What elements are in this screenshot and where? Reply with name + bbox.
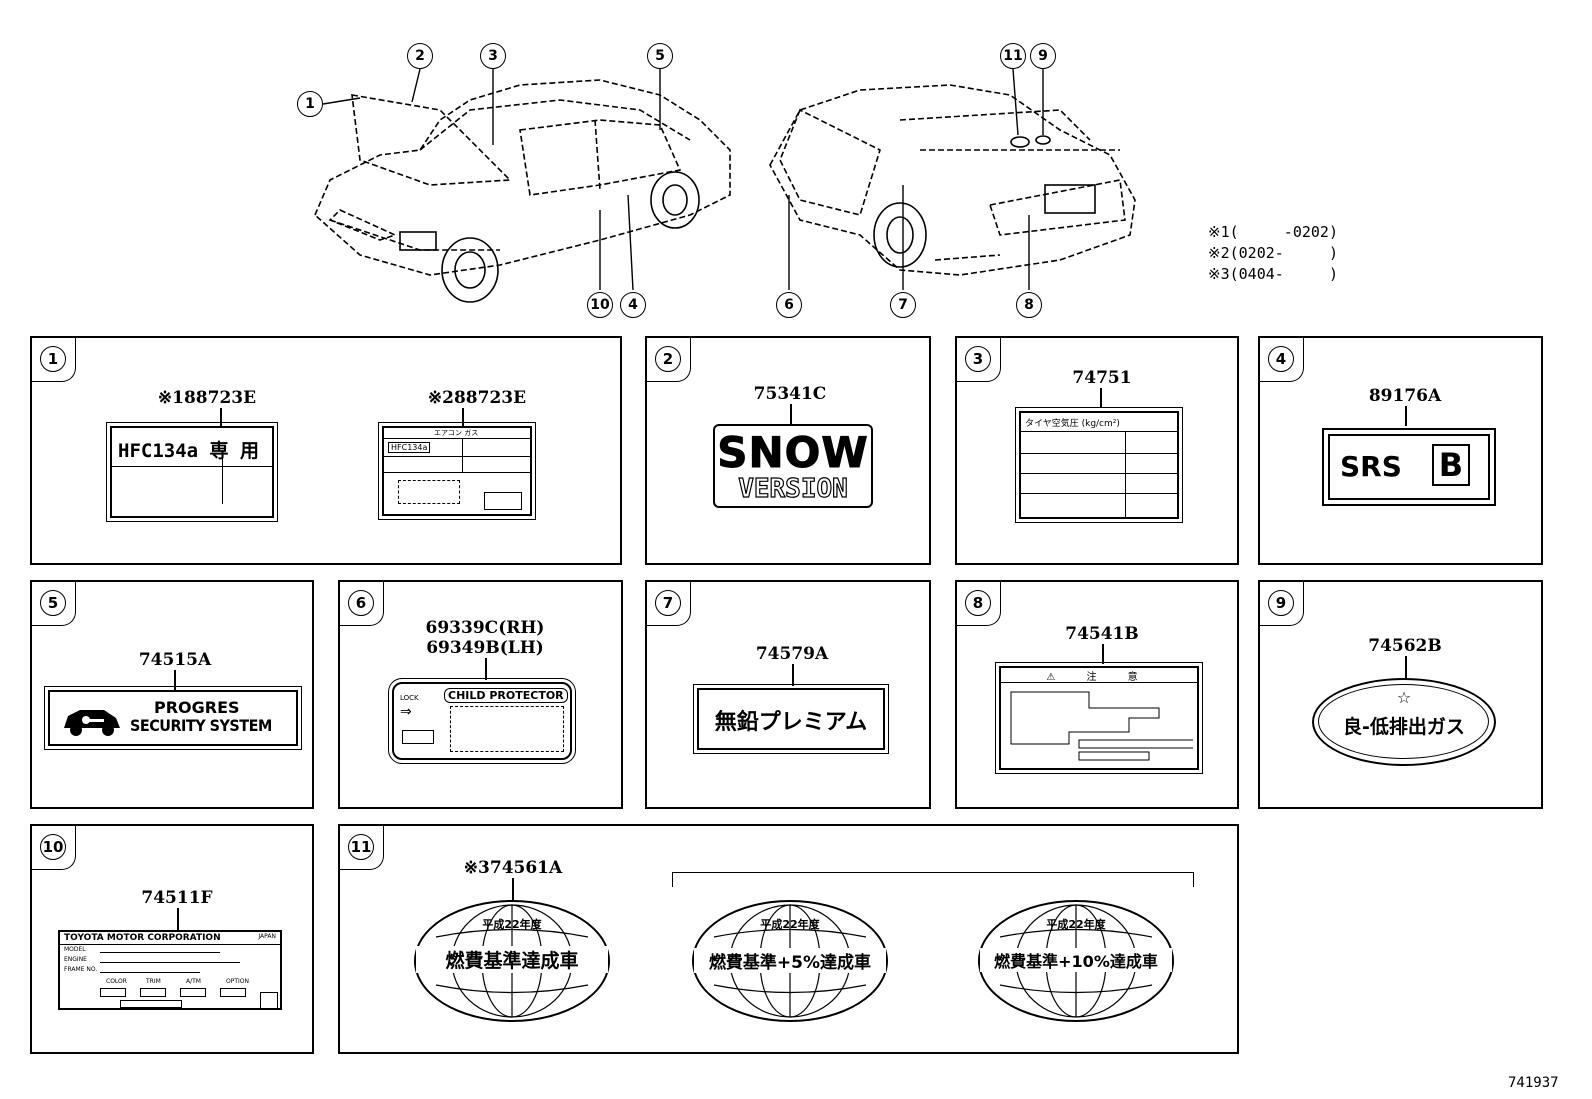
panel-10: 10 74511F TOYOTA MOTOR CORPORATION JAPAN… [30,824,314,1054]
part-number-69349b-lh: 69349B(LH) [426,638,544,658]
badge-text: 燃費基準+5%達成車 [694,948,886,973]
ac-gas-label: エアコン ガス HFC134a [378,422,536,520]
unleaded-premium-text: 無鉛プレミアム [714,710,868,735]
front-car-outline [314,79,731,276]
front-car-wheels [399,171,700,303]
panel-11: 11 ※374561A 平成22年度 燃費基準達成車 平成22年度 燃費基準+5… [338,824,1239,1054]
lock-text: LOCK [400,694,419,702]
vehicle-id-plate: TOYOTA MOTOR CORPORATION JAPAN MODEL ENG… [58,930,282,1010]
hfc134a-label: HFC134a 専 用 [106,422,278,522]
callout-10: 10 [587,292,613,318]
low-emission-label: ☆ 良-低排出ガス [1312,678,1496,766]
badge-text: 燃費基準+10%達成車 [980,948,1172,972]
callout-leaders [322,68,1044,291]
part-number-74579a: 74579A [755,644,829,664]
callout-7: 7 [890,292,916,318]
fuel-economy-badge-plus10: 平成22年度 燃費基準+10%達成車 [978,900,1174,1022]
panel-6: 6 69339C(RH) 69349B(LH) CHILD PROTECTOR … [338,580,623,809]
star-icon: ☆ [1396,688,1412,707]
panel-2: 2 75341C SNOW VERSION [645,336,931,565]
part-number-74541b: 74541B [1065,624,1139,644]
panel-number: 7 [655,590,681,616]
srs-b-box: B [1432,444,1470,486]
security-system-text: SECURITY SYSTEM [130,716,272,735]
note-3: ※3(0404- ) [1208,265,1338,283]
panel-number: 11 [348,834,374,860]
vehicle-illustrations [314,68,1136,303]
part-number-74751: 74751 [1072,368,1132,388]
srs-label: SRS B [1322,428,1496,506]
year-text: 平成22年度 [760,918,820,931]
date-range-notes: ※1( -0202) ※2(0202- ) ※3(0404- ) [1208,222,1338,285]
note-1: ※1( -0202) [1208,223,1338,241]
low-emission-text: 良-低排出ガス [1343,716,1465,738]
part-number-74562b: 74562B [1368,636,1442,656]
panel-8: 8 74541B ⚠ 注 意 [955,580,1239,809]
callout-8: 8 [1016,292,1042,318]
security-system-label: PROGRES SECURITY SYSTEM [44,686,302,750]
callout-6: 6 [776,292,802,318]
badge-text: 燃費基準達成車 [416,946,608,973]
part-number-89176a: 89176A [1368,386,1442,406]
panel-7: 7 74579A 無鉛プレミアム [645,580,931,809]
panel-number: 6 [348,590,374,616]
fuel-economy-badge-standard: 平成22年度 燃費基準達成車 [414,900,610,1022]
part-number-74561a: ※374561A [463,858,563,878]
fuel-economy-badge-plus5: 平成22年度 燃費基準+5%達成車 [692,900,888,1022]
callout-4: 4 [620,292,646,318]
panel-number: 9 [1268,590,1294,616]
child-protector-label: CHILD PROTECTOR LOCK ⇒ [388,678,576,764]
snow-text: SNOW [717,428,869,478]
rear-car-wheels [873,135,1096,268]
panel-9: 9 74562B ☆ 良-低排出ガス [1258,580,1543,809]
year-text: 平成22年度 [482,918,542,931]
srs-text: SRS [1340,450,1402,483]
panel-1: 1 ※188723E HFC134a 専 用 ※288723E エアコン ガス … [30,336,622,565]
callout-3: 3 [480,43,506,69]
caution-header: ⚠ 注 意 [1046,672,1152,683]
hfc134a-text: HFC134a 専 用 [118,440,259,462]
arrow-icon: ⇒ [400,704,412,720]
variant-bracket [672,872,1194,887]
year-text: 平成22年度 [1046,918,1106,931]
panel-number: 10 [40,834,66,860]
panel-number: 5 [40,590,66,616]
panel-3: 3 74751 タイヤ空気圧 (kg/cm²) [955,336,1239,565]
callout-11: 11 [1000,43,1026,69]
callout-9: 9 [1030,43,1056,69]
child-protector-title: CHILD PROTECTOR [444,688,568,703]
callout-5: 5 [647,43,673,69]
panel-4: 4 89176A SRS B [1258,336,1543,565]
drawing-number: 741937 [1508,1075,1559,1091]
car-key-icon [64,710,120,736]
callout-1: 1 [297,91,323,117]
panel-number: 4 [1268,346,1294,372]
rear-car-outline [769,84,1136,276]
part-number-69339c-rh: 69339C(RH) [425,618,545,638]
panel-number: 8 [965,590,991,616]
caution-text-block [1010,691,1193,761]
progres-text: PROGRES [154,698,240,717]
part-number-74511f: 74511F [141,888,213,908]
tire-pressure-label: タイヤ空気圧 (kg/cm²) [1015,407,1183,523]
part-number-88723e-2: ※288723E [427,388,527,408]
panel-number: 1 [40,346,66,372]
part-number-74515a: 74515A [138,650,212,670]
part-number-88723e-1: ※188723E [157,388,257,408]
panel-number: 2 [655,346,681,372]
snow-version-label: SNOW VERSION [713,424,873,508]
part-number-75341c: 75341C [753,384,827,404]
caution-label: ⚠ 注 意 [995,662,1203,774]
callout-2: 2 [407,43,433,69]
note-2: ※2(0202- ) [1208,244,1338,262]
panel-5: 5 74515A PROGRES SECURITY SYSTEM [30,580,314,809]
panel-number: 3 [965,346,991,372]
unleaded-premium-label: 無鉛プレミアム [693,684,889,754]
version-text: VERSION [738,473,849,504]
